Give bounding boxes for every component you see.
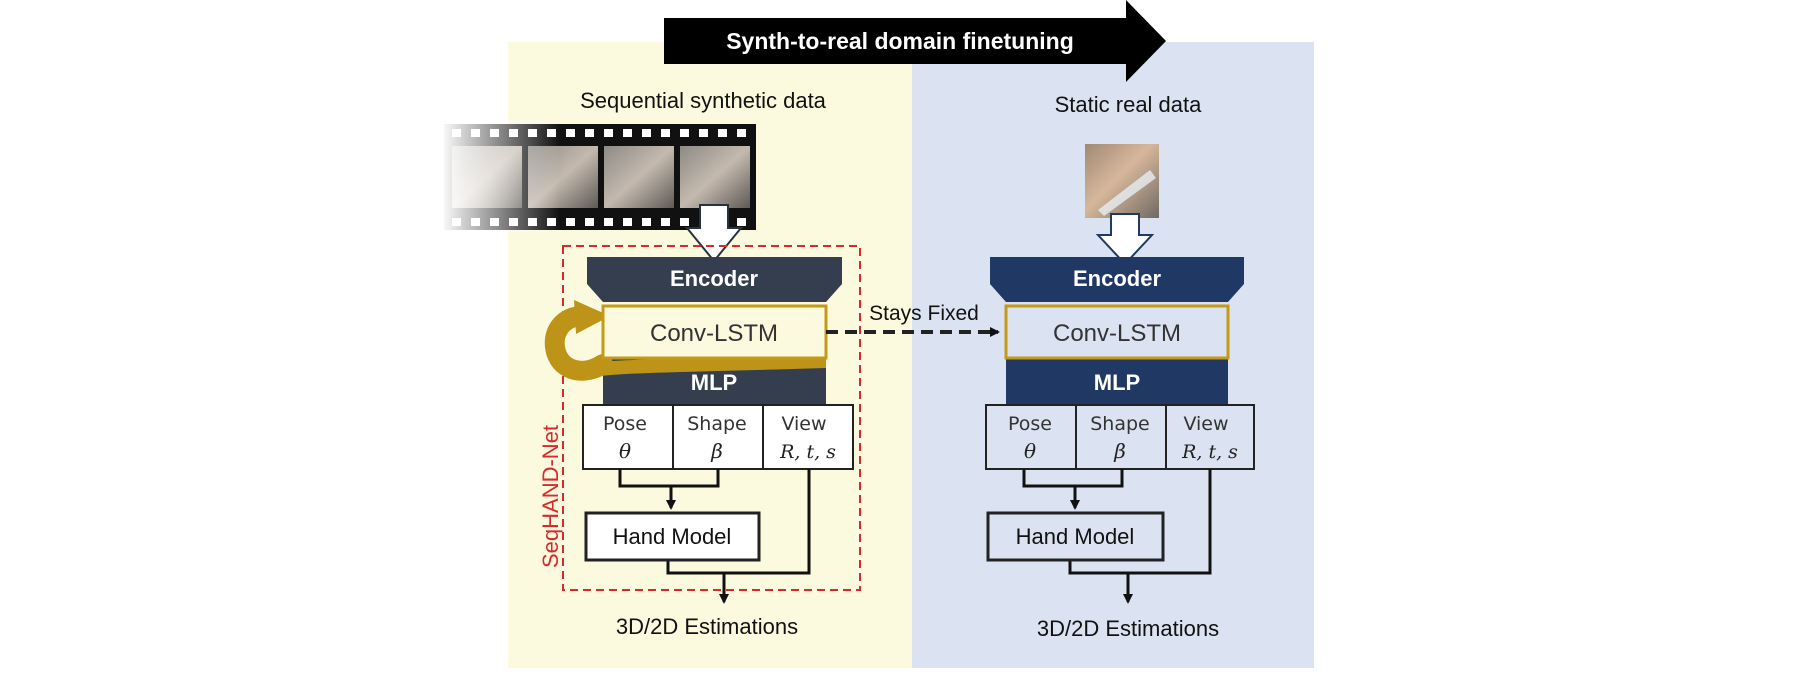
- left-output-table: [582, 404, 854, 470]
- film-hole: [585, 129, 594, 137]
- film-hole: [642, 218, 651, 226]
- right-conv-lstm-label: Conv-LSTM: [1053, 320, 1181, 347]
- left-shape-label: Shape: [687, 413, 747, 435]
- left-view-label: View: [781, 413, 826, 435]
- film-hole: [699, 129, 708, 137]
- right-pose-label: Pose: [1008, 413, 1052, 435]
- right-estimations: 3D/2D Estimations: [1037, 616, 1219, 641]
- input-arrow-right: [1095, 213, 1155, 266]
- right-conv-lstm: [1004, 304, 1230, 360]
- film-hole: [585, 218, 594, 226]
- film-hole: [661, 218, 670, 226]
- film-hole: [737, 218, 746, 226]
- right-view-label: View: [1183, 413, 1228, 435]
- right-pose-symbol: θ: [1024, 439, 1036, 463]
- film-hole: [623, 129, 632, 137]
- left-estimations: 3D/2D Estimations: [616, 614, 798, 639]
- left-conv-lstm-label: Conv-LSTM: [650, 320, 778, 347]
- film-hole: [604, 218, 613, 226]
- right-hand-model-label: Hand Model: [1016, 524, 1135, 549]
- right-connectors: [1022, 469, 1212, 604]
- film-frame: [680, 146, 750, 208]
- left-pose-symbol: θ: [619, 439, 631, 463]
- film-hole: [566, 218, 575, 226]
- right-encoder: [990, 257, 1244, 302]
- film-hole: [661, 129, 670, 137]
- banner-text: Synth-to-real domain finetuning: [726, 28, 1074, 54]
- right-hand-model: [986, 511, 1165, 562]
- left-hand-model-label: Hand Model: [613, 524, 732, 549]
- right-mlp: [1006, 356, 1228, 404]
- right-encoder-label: Encoder: [1073, 266, 1161, 291]
- left-connectors: [618, 469, 811, 604]
- banner-arrow: [664, 0, 1166, 82]
- film-hole: [642, 129, 651, 137]
- right-output-table: [985, 404, 1255, 470]
- right-mlp-label: MLP: [1094, 370, 1140, 395]
- right-panel-title: Static real data: [1055, 92, 1203, 117]
- left-shape-symbol: β: [710, 439, 723, 463]
- real-image-hand: [1098, 170, 1156, 216]
- left-pose-label: Pose: [603, 413, 647, 435]
- film-hole: [680, 218, 689, 226]
- film-hole: [680, 129, 689, 137]
- right-view-symbol: R, t, s: [1181, 441, 1238, 463]
- left-encoder-label: Encoder: [670, 266, 758, 291]
- film-hole: [623, 218, 632, 226]
- film-strip: [440, 120, 756, 232]
- left-conv-lstm: [601, 304, 828, 360]
- film-hole: [604, 129, 613, 137]
- seqhand-net-boundary: [562, 245, 861, 591]
- left-mlp-label: MLP: [691, 370, 737, 395]
- right-shape-label: Shape: [1090, 413, 1150, 435]
- film-hole: [566, 129, 575, 137]
- left-hand-model: [584, 511, 761, 562]
- left-view-symbol: R, t, s: [779, 441, 836, 463]
- film-frame: [604, 146, 674, 208]
- left-panel-title: Sequential synthetic data: [580, 88, 827, 113]
- film-hole: [718, 129, 727, 137]
- right-shape-symbol: β: [1113, 439, 1126, 463]
- input-arrow-left: [684, 204, 744, 263]
- film-hole: [737, 129, 746, 137]
- left-encoder: [587, 257, 842, 302]
- stays-fixed-label: Stays Fixed: [869, 302, 979, 325]
- seqhand-net-label: SeqHAND-Net: [538, 425, 563, 568]
